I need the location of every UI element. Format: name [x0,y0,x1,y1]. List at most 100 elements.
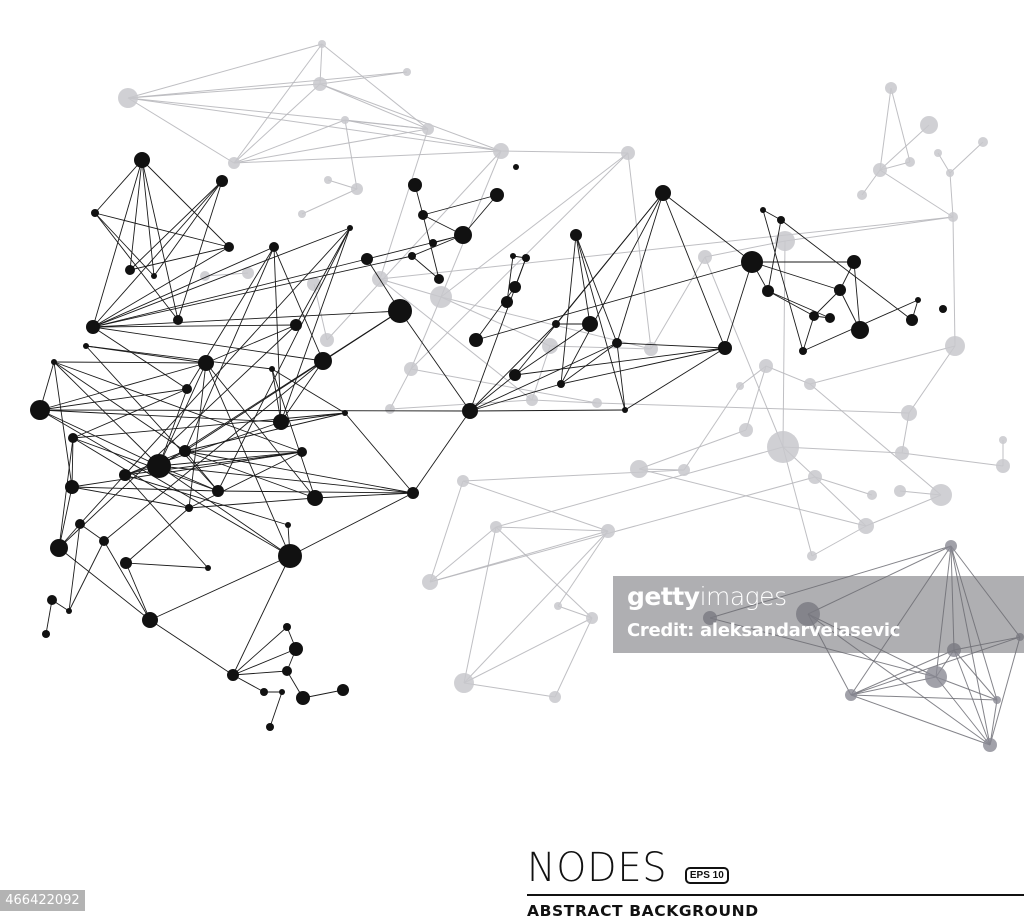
network-node [65,480,79,494]
network-node [509,281,521,293]
network-edge [575,234,591,325]
network-node [318,40,326,48]
network-node [552,320,560,328]
network-edge [158,465,414,494]
network-node [429,239,437,247]
network-edge [514,192,664,376]
network-edge [814,476,867,527]
network-edge [188,451,303,509]
network-node [462,403,478,419]
network-edge [514,347,726,376]
network-edge [616,342,726,349]
network-node [296,691,310,705]
network-edge [271,368,346,414]
network-node [408,252,416,260]
title-divider [527,894,1024,896]
network-edge [410,368,598,404]
network-edge [440,150,502,298]
network-edge [188,497,316,509]
network-node [522,254,530,262]
network-node [845,689,857,701]
network-edge [469,409,626,412]
network-edge [989,699,998,746]
network-node [586,612,598,624]
network-node [767,431,799,463]
network-node [51,359,57,365]
network-edge [879,124,930,171]
network-edge [704,240,786,258]
network-node [185,504,193,512]
network-node [227,669,239,681]
network-edge [92,324,297,328]
network-edge [560,192,664,385]
network-node [278,544,302,568]
network-edge [129,246,230,271]
network-edge [650,256,706,350]
network-node [142,612,158,628]
network-node [418,210,428,220]
network-edge [379,216,954,280]
network-edge [92,326,188,390]
network-edge [58,547,151,621]
network-node [403,68,411,76]
network-edge [71,486,219,492]
network-node [612,338,622,348]
network-node [983,738,997,752]
network-node [808,470,822,484]
network-edge [782,446,813,557]
network-node [342,410,348,416]
network-node [698,250,712,264]
network-node [151,273,157,279]
network-edge [149,555,291,621]
network-edge [53,361,303,453]
network-edge [549,345,652,350]
network-edge [638,429,747,470]
network-node [509,369,521,381]
network-edge [301,188,358,215]
network-node [298,210,306,218]
network-edge [269,691,283,728]
getty-logo: gettyimages [627,582,787,611]
network-edge [71,451,303,488]
network-edge [205,324,297,364]
image-id-label: 466422092 [0,890,85,911]
network-node [120,557,132,569]
network-node [999,436,1007,444]
network-node [422,123,434,135]
network-edge [389,399,533,410]
network-node [736,382,744,390]
network-node [905,157,915,167]
network-edge [560,347,726,385]
network-node [930,484,952,506]
network-edge [745,365,767,431]
network-node [289,642,303,656]
network-edge [410,152,629,370]
network-edge [127,71,408,99]
network-edge [784,216,954,242]
network-node [490,188,504,202]
network-edge [92,159,143,328]
network-node [948,212,958,222]
network-edge [469,374,516,412]
network-node [75,519,85,529]
network-edge [319,83,429,130]
network-edge [949,141,984,174]
network-edge [280,227,351,423]
network-edge [58,437,74,549]
network-node [266,723,274,731]
network-edge [475,286,516,341]
network-edge [39,409,291,557]
network-edge [627,152,652,350]
network-edge [184,450,414,494]
network-edge [575,234,626,411]
network-edge [952,216,956,347]
network-node [282,666,292,676]
network-edge [273,246,324,362]
network-edge [762,209,804,352]
network-node [307,490,323,506]
network-edge [271,368,316,499]
network-node [408,178,422,192]
network-edge [616,192,664,344]
network-node [906,314,918,326]
network-edge [58,324,297,549]
